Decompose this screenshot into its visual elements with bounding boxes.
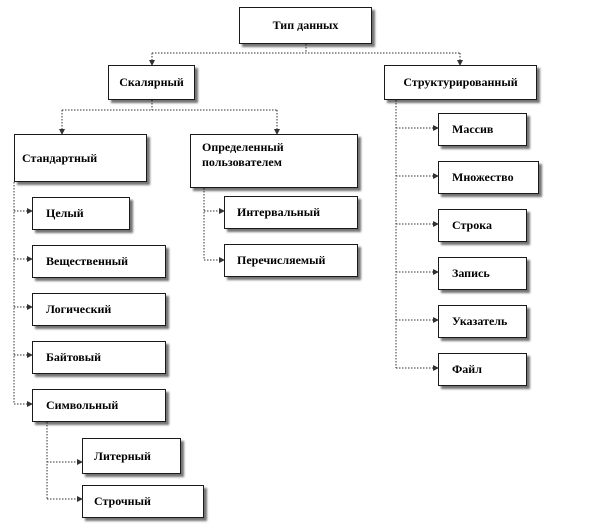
node-set: Множество xyxy=(438,161,539,194)
node-literal: Литерный xyxy=(82,438,181,474)
node-record-label: Запись xyxy=(452,266,490,280)
node-enumerated: Перечисляемый xyxy=(224,244,358,277)
node-logical-label: Логический xyxy=(46,302,112,316)
node-byte: Байтовый xyxy=(32,341,166,374)
node-scalar-label: Скалярный xyxy=(119,75,184,89)
node-scalar: Скалярный xyxy=(108,65,195,100)
node-string-label: Строка xyxy=(452,218,492,232)
node-char-label: Символьный xyxy=(46,398,119,412)
node-interval: Интервальный xyxy=(224,196,358,229)
node-literal-label: Литерный xyxy=(94,448,151,463)
node-interval-label: Интервальный xyxy=(237,205,321,219)
node-integer-label: Целый xyxy=(46,206,84,220)
node-real-label: Вещественный xyxy=(46,254,129,268)
node-string: Строка xyxy=(438,209,527,242)
node-root-label: Тип данных xyxy=(272,18,339,32)
node-array-label: Массив xyxy=(452,122,494,136)
node-array: Массив xyxy=(438,113,527,146)
node-root: Тип данных xyxy=(239,7,372,44)
node-user-defined-label: Определенный пользователем xyxy=(202,140,284,169)
node-standard-label: Стандартный xyxy=(22,150,98,165)
node-enumerated-label: Перечисляемый xyxy=(237,253,326,267)
node-user-defined: Определенный пользователем xyxy=(190,134,358,188)
node-logical: Логический xyxy=(32,293,166,326)
node-standard: Стандартный xyxy=(14,134,147,182)
node-char: Символьный xyxy=(32,389,166,422)
node-set-label: Множество xyxy=(452,170,514,184)
node-string-type-label: Строчный xyxy=(94,494,151,508)
node-pointer: Указатель xyxy=(438,305,527,338)
node-structured-label: Структурированный xyxy=(403,75,518,89)
node-file-label: Файл xyxy=(452,362,482,376)
node-byte-label: Байтовый xyxy=(46,350,102,364)
node-structured: Структурированный xyxy=(384,65,537,100)
node-string-type: Строчный xyxy=(82,485,204,518)
node-file: Файл xyxy=(438,353,527,386)
node-integer: Целый xyxy=(32,197,130,230)
node-real: Вещественный xyxy=(32,245,166,278)
node-record: Запись xyxy=(438,257,527,290)
node-pointer-label: Указатель xyxy=(452,314,508,328)
